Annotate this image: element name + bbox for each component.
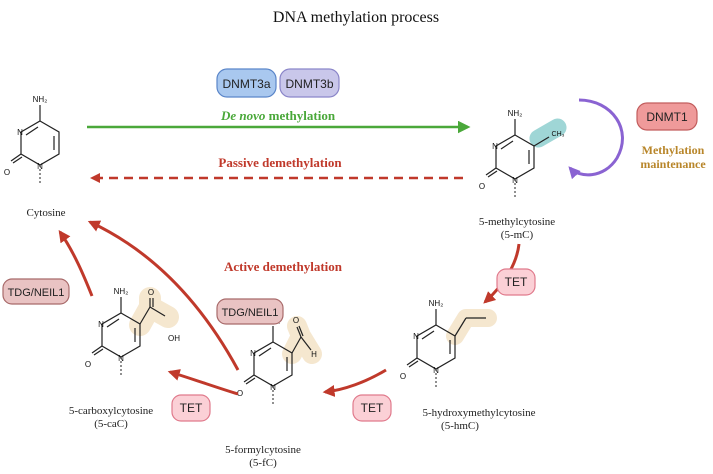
cytosine-nh2: NH₂ — [33, 95, 48, 104]
tet-label-3: TET — [180, 401, 203, 415]
carboxylcytosine-abbr: (5-caC) — [94, 418, 128, 430]
hydroxymethylcytosine-name: 5-hydroxymethylcytosine — [422, 407, 535, 419]
methylcytosine-abbr: (5-mC) — [501, 229, 534, 241]
hydroxymethylcytosine-structure: NH₂ N N O — [400, 299, 497, 388]
carboxylcytosine-n1: N — [118, 354, 124, 363]
tdg-label-2: TDG/NEIL1 — [222, 307, 279, 319]
formylcytosine-o2: O — [293, 316, 299, 325]
hydroxymethylcytosine-ring — [406, 308, 456, 388]
methyl-highlight — [529, 118, 567, 148]
formylcytosine-h: H — [311, 350, 317, 359]
cytosine-o: O — [4, 168, 10, 177]
tet-badge-3 — [171, 394, 211, 422]
hydroxymethylcytosine-nh2: NH₂ — [429, 299, 444, 308]
formylcytosine-o: O — [237, 389, 243, 398]
carboxylcytosine-nh2: NH₂ — [114, 287, 129, 296]
cytosine-n3: N — [17, 128, 23, 137]
tdg-label-1: TDG/NEIL1 — [8, 287, 65, 299]
de-novo-italic: De novo — [220, 108, 266, 123]
carboxyl-highlight — [129, 287, 179, 336]
methylcytosine-name: 5-methylcytosine — [479, 216, 555, 228]
dnmt1-badge — [636, 102, 698, 131]
hydroxymethylcytosine-abbr: (5-hmC) — [441, 420, 479, 432]
formylcytosine-n1: N — [270, 383, 276, 392]
active-demethylation-label: Active demethylation — [224, 259, 343, 274]
formylcytosine-ring — [243, 325, 293, 405]
passive-demethylation-label: Passive demethylation — [218, 155, 342, 170]
carboxylcytosine-ring — [91, 296, 141, 376]
dnmt3b-label: DNMT3b — [285, 77, 333, 91]
formyl-highlight — [282, 316, 322, 364]
methylcytosine-n3: N — [492, 142, 498, 151]
tet-label-1: TET — [505, 275, 528, 289]
cytosine-name: Cytosine — [26, 207, 65, 219]
tdg-badge-2 — [216, 298, 284, 325]
methylcytosine-o: O — [479, 182, 485, 191]
dnmt3b-badge — [279, 68, 340, 98]
methylcytosine-structure: NH₂ N N O CH₃ — [479, 109, 567, 198]
cytosine-structure: NH₂ N N O — [4, 95, 60, 184]
dnmt1-label: DNMT1 — [646, 110, 688, 124]
carboxylcytosine-oh: OH — [168, 334, 180, 343]
maintenance-label-line2: maintenance — [640, 157, 706, 171]
carboxylcytosine-o2: O — [148, 288, 154, 297]
hydroxymethylcytosine-n3: N — [413, 332, 419, 341]
maintenance-cycle-arrow — [568, 98, 624, 180]
maintenance-label-line1: Methylation — [642, 143, 705, 157]
methylcytosine-n1: N — [512, 176, 518, 185]
fc-to-cytosine-arrow — [87, 220, 240, 371]
carboxylcytosine-n3: N — [98, 320, 104, 329]
cytosine-ring — [10, 104, 60, 184]
cac-to-cytosine-arrow — [58, 230, 94, 297]
methylcytosine-ch3: CH₃ — [552, 131, 565, 138]
dnmt3a-badge — [216, 68, 277, 98]
tet-label-2: TET — [361, 401, 384, 415]
hydroxymethylcytosine-n1: N — [433, 366, 439, 375]
dnmt3a-label: DNMT3a — [222, 77, 270, 91]
carboxylcytosine-structure: NH₂ N N O O OH — [85, 287, 180, 376]
de-novo-label: De novo methylation — [220, 108, 336, 123]
formylcytosine-abbr: (5-fC) — [249, 457, 277, 469]
fc-to-cac-arrow — [167, 369, 239, 396]
carboxylcytosine-name: 5-carboxylcytosine — [69, 405, 153, 417]
carboxylcytosine-o: O — [85, 360, 91, 369]
tet-badge-2 — [352, 394, 392, 422]
diagram-title: DNA methylation process — [273, 9, 439, 26]
de-novo-rest: methylation — [269, 108, 336, 123]
tet-badge-1 — [496, 268, 536, 296]
methylcytosine-nh2: NH₂ — [508, 109, 523, 118]
cytosine-n1: N — [37, 162, 43, 171]
formylcytosine-n3: N — [250, 349, 256, 358]
formylcytosine-structure: NH₂ N N O O H — [237, 316, 322, 405]
methylcytosine-ring — [485, 118, 535, 198]
formylcytosine-name: 5-formylcytosine — [225, 444, 301, 456]
hmc-to-fc-arrow — [322, 368, 387, 397]
hydroxymethylcytosine-o: O — [400, 372, 406, 381]
tdg-badge-1 — [2, 278, 70, 305]
